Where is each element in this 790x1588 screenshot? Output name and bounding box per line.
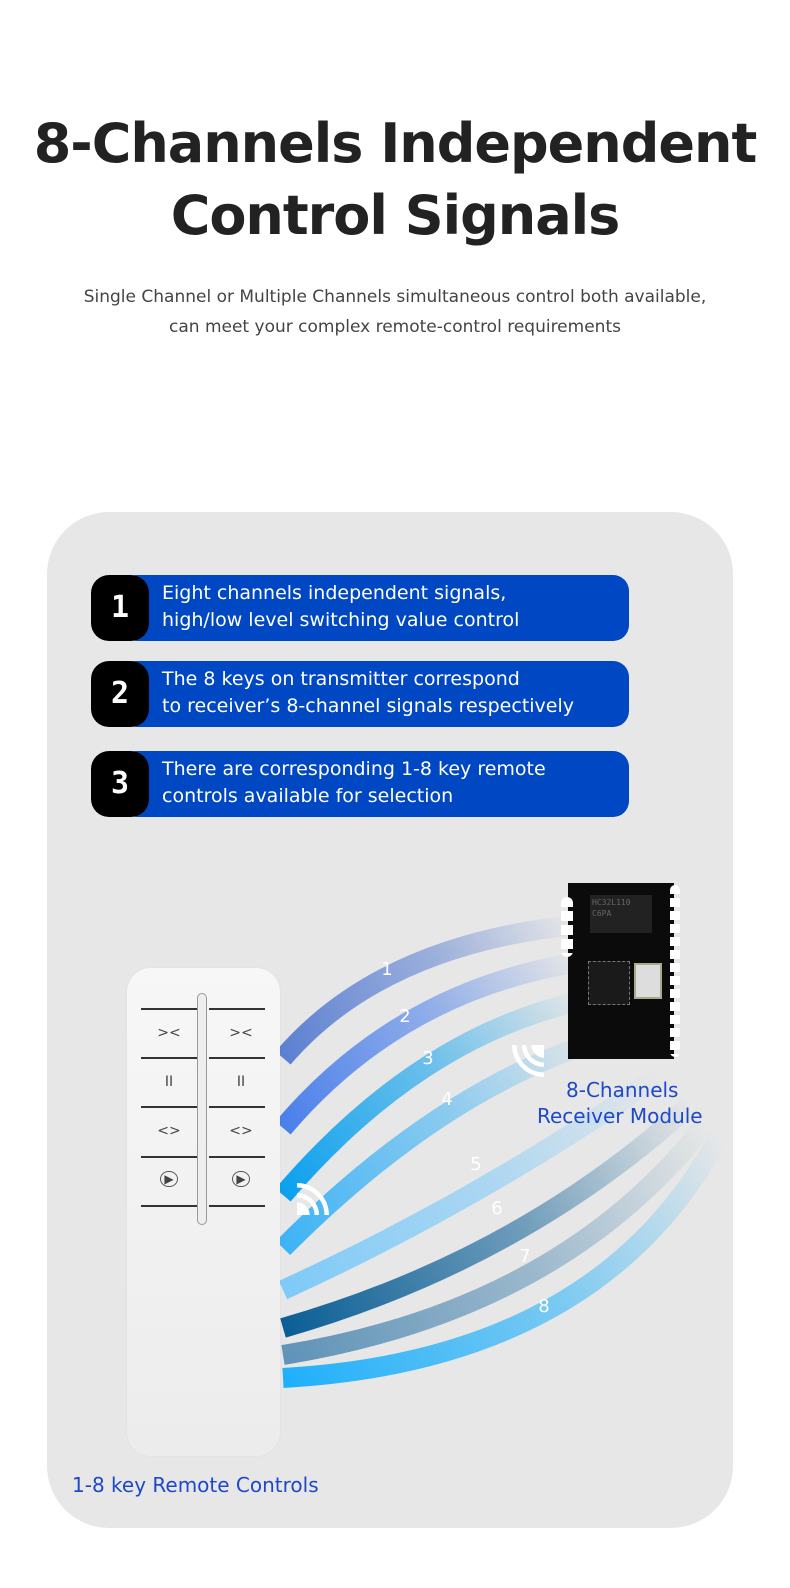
channel-arc-2 (275, 952, 582, 1135)
play-icon: ▶ (160, 1171, 178, 1187)
feature-line: high/low level switching value control (162, 609, 520, 631)
feature-number: 1 (91, 575, 149, 641)
receiver-label-line-2: Receiver Module (537, 1104, 703, 1128)
feature-1: 1 Eight channels independent signals, hig… (91, 575, 629, 641)
divider (141, 1057, 197, 1059)
divider (209, 1008, 265, 1010)
divider (209, 1106, 265, 1108)
channel-arc-3 (275, 990, 588, 1202)
wifi-icon-transmitter (296, 1183, 329, 1216)
channel-arc-8 (282, 1130, 729, 1388)
title-line-1: 8-Channels Independent (33, 112, 758, 175)
pause-key[interactable]: II (236, 1074, 246, 1090)
feature-text: The 8 keys on transmitter correspond to r… (162, 666, 574, 720)
crystal (634, 963, 662, 999)
feature-bar (121, 661, 629, 727)
feature-line: to receiver’s 8-channel signals respecti… (162, 695, 575, 717)
feature-3: 3 There are corresponding 1-8 key remote… (91, 751, 629, 817)
wifi-icon-receiver (512, 1044, 545, 1077)
feature-number: 2 (91, 661, 149, 727)
play-key[interactable]: ▶ (139, 1171, 199, 1187)
feature-bar (121, 575, 629, 641)
subtitle-line-1: Single Channel or Multiple Channels simu… (83, 287, 707, 307)
subtitle-line-2: can meet your complex remote-control req… (169, 317, 621, 337)
channel-label: 5 (470, 1154, 481, 1175)
feature-line: There are corresponding 1-8 key remote (162, 758, 546, 780)
close-key[interactable]: >< (229, 1025, 253, 1041)
pads (561, 897, 573, 957)
remote-control: >< >< II II <> <> ▶ ▶ (127, 968, 280, 1456)
divider (209, 1057, 265, 1059)
channel-label: 3 (422, 1048, 433, 1069)
channel-arc-7 (281, 1118, 713, 1365)
feature-text: There are corresponding 1-8 key remote co… (162, 756, 546, 810)
channel-arc-6 (280, 1097, 697, 1338)
feature-2: 2 The 8 keys on transmitter correspond to… (91, 661, 629, 727)
channel-label: 2 (399, 1006, 410, 1027)
channel-label: 4 (441, 1089, 452, 1110)
open-key[interactable]: <> (157, 1123, 181, 1139)
subtitle: Single Channel or Multiple Channels simu… (0, 282, 790, 342)
divider (209, 1205, 265, 1207)
divider (141, 1008, 197, 1010)
divider (141, 1156, 197, 1158)
play-icon: ▶ (232, 1171, 250, 1187)
chip: HC32L110 C6PA (590, 895, 652, 933)
feature-bar (121, 751, 629, 817)
feature-text: Eight channels independent signals, high/… (162, 580, 519, 634)
feature-line: Eight channels independent signals, (162, 582, 507, 604)
feature-line: controls available for selection (162, 785, 454, 807)
channel-label: 1 (381, 959, 392, 980)
feature-number: 3 (91, 751, 149, 817)
remote-slot (197, 993, 207, 1225)
page-title: 8-Channels Independent Control Signals (0, 108, 790, 252)
feature-line: The 8 keys on transmitter correspond (162, 668, 520, 690)
pads (670, 885, 680, 1057)
channel-arc-5 (278, 1066, 666, 1300)
channel-label: 7 (519, 1246, 530, 1267)
title-line-2: Control Signals (170, 184, 621, 247)
divider (141, 1106, 197, 1108)
chip (588, 961, 630, 1005)
receiver-module-image: HC32L110 C6PA (561, 883, 680, 1059)
play-key[interactable]: ▶ (211, 1171, 271, 1187)
channel-arc-1 (275, 915, 577, 1065)
receiver-label-line-1: 8-Channels (566, 1078, 679, 1102)
pause-key[interactable]: II (164, 1074, 174, 1090)
open-key[interactable]: <> (229, 1123, 253, 1139)
channel-label: 6 (491, 1198, 502, 1219)
divider (141, 1205, 197, 1207)
channel-label: 8 (538, 1296, 549, 1317)
remote-label: 1-8 key Remote Controls (72, 1473, 319, 1497)
divider (209, 1156, 265, 1158)
close-key[interactable]: >< (157, 1025, 181, 1041)
